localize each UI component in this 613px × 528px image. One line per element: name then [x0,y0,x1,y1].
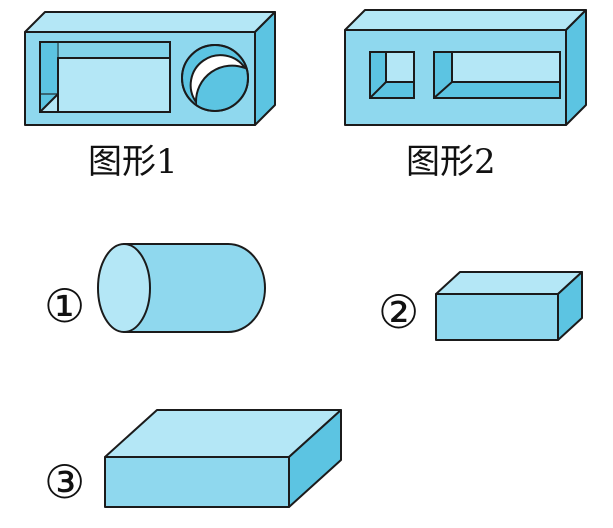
figure2-square-hole [369,51,415,99]
figure1-frame-shape [24,11,276,126]
figure1-rect-hole [39,41,171,113]
figure2-frame-shape [344,9,587,126]
figure2-long-rect-hole [433,51,561,99]
option2-small-cuboid-shape [435,271,583,341]
option3-flat-cuboid-shape [104,409,342,508]
figure1-caption: 图形1 [88,142,178,182]
option3-marker: ③ [44,455,86,509]
option1-cylinder-shape [97,243,266,333]
option1-marker: ① [44,279,86,333]
figure2-caption: 图形2 [406,142,496,182]
option2-marker: ② [378,285,420,339]
figure1-circle-hole [181,44,249,112]
